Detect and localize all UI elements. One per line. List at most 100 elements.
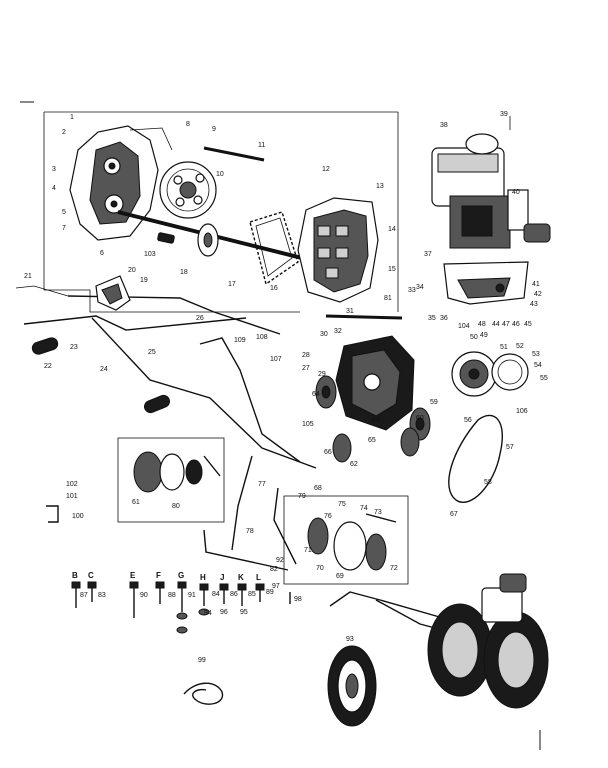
small-sprocket <box>157 223 219 257</box>
callout-49: 49 <box>480 332 488 339</box>
callout-88: 88 <box>168 592 176 599</box>
callout-50: 50 <box>470 334 478 341</box>
callout-4: 4 <box>52 185 56 192</box>
callout-77: 77 <box>258 481 266 488</box>
callout-87: 87 <box>80 592 88 599</box>
callout-99: 99 <box>198 657 206 664</box>
callout-107: 107 <box>270 356 282 363</box>
callout-23: 23 <box>70 344 78 351</box>
callout-67: 67 <box>450 511 458 518</box>
gear-housing-right-half <box>297 197 379 303</box>
callout-28: 28 <box>302 352 310 359</box>
clutch-parts-inset <box>117 437 225 523</box>
callout-57: 57 <box>506 444 514 451</box>
callout-9: 9 <box>212 126 216 133</box>
callout-75: 75 <box>338 501 346 508</box>
engine <box>431 116 551 249</box>
callout-90: 90 <box>140 592 148 599</box>
callout-7: 7 <box>62 225 66 232</box>
callout-68: 68 <box>314 485 322 492</box>
transmission-inset-frame <box>43 111 399 313</box>
callout-59: 59 <box>430 399 438 406</box>
callout-65: 65 <box>368 437 376 444</box>
callout-84: 84 <box>212 591 220 598</box>
callout-61: 61 <box>132 499 140 506</box>
callout-89: 89 <box>266 589 274 596</box>
letter-b: B <box>72 571 78 580</box>
callout-100: 100 <box>72 513 84 520</box>
callout-58: 58 <box>484 479 492 486</box>
callout-97: 97 <box>272 583 280 590</box>
letter-h: H <box>200 573 206 582</box>
bolt-l <box>255 583 265 602</box>
callout-108: 108 <box>256 334 268 341</box>
callout-69: 69 <box>336 573 344 580</box>
callout-8: 8 <box>186 121 190 128</box>
callout-103: 103 <box>144 251 156 258</box>
callout-86: 86 <box>230 591 238 598</box>
callout-98: 98 <box>294 596 302 603</box>
callout-43: 43 <box>530 301 538 308</box>
callout-10: 10 <box>216 171 224 178</box>
callout-70: 70 <box>316 565 324 572</box>
callout-27: 27 <box>302 365 310 372</box>
callout-18: 18 <box>180 269 188 276</box>
callout-labels: 1 2 3 4 5 6 7 8 9 10 11 12 13 14 15 16 1… <box>24 111 548 664</box>
bolt-h <box>198 583 210 616</box>
callout-21: 21 <box>24 273 32 280</box>
callout-109: 109 <box>234 337 246 344</box>
bolt-b <box>71 581 81 608</box>
callout-44: 44 <box>492 321 500 328</box>
callout-45: 45 <box>524 321 532 328</box>
callout-55: 55 <box>540 375 548 382</box>
callout-80: 80 <box>172 503 180 510</box>
wire-harness <box>183 682 224 705</box>
engine-mount-plate <box>443 261 529 305</box>
callout-32: 32 <box>334 328 342 335</box>
callout-62: 62 <box>350 461 358 468</box>
callout-96: 96 <box>220 609 228 616</box>
callout-17: 17 <box>228 281 236 288</box>
callout-6: 6 <box>100 250 104 257</box>
callout-34: 34 <box>416 284 424 291</box>
hardware-letter-labels: B C E F G H J K L <box>72 571 261 582</box>
callout-56: 56 <box>464 417 472 424</box>
letter-f: F <box>156 571 161 580</box>
letter-c: C <box>88 571 94 580</box>
large-sprocket <box>159 161 217 219</box>
callout-78: 78 <box>246 528 254 535</box>
tine-parts-inset <box>283 495 409 585</box>
callout-11: 11 <box>258 142 265 149</box>
callout-102: 102 <box>66 481 78 488</box>
callout-60: 60 <box>416 415 424 422</box>
callout-53: 53 <box>532 351 540 358</box>
callout-106: 106 <box>516 408 528 415</box>
callout-94: 94 <box>204 610 212 617</box>
drive-pulley <box>451 351 497 397</box>
letter-l: L <box>256 573 261 582</box>
bolt-f <box>155 581 165 604</box>
v-belt <box>448 414 503 503</box>
axle-housing <box>335 335 415 431</box>
tine-hub-left <box>332 433 352 463</box>
callout-14: 14 <box>388 226 396 233</box>
callout-47: 47 <box>502 321 510 328</box>
callout-51: 51 <box>500 344 508 351</box>
callout-92: 92 <box>276 557 284 564</box>
callout-20: 20 <box>128 267 136 274</box>
drive-chain <box>249 211 299 286</box>
callout-95: 95 <box>240 609 248 616</box>
letter-j: J <box>220 573 224 582</box>
callout-76: 76 <box>324 513 332 520</box>
callout-36: 36 <box>440 315 448 322</box>
callout-83: 83 <box>98 592 106 599</box>
callout-48: 48 <box>478 321 486 328</box>
callout-29: 29 <box>318 371 326 378</box>
callout-82: 82 <box>270 566 278 573</box>
callout-104: 104 <box>458 323 470 330</box>
callout-46: 46 <box>512 321 520 328</box>
callout-26: 26 <box>196 315 204 322</box>
tine-hub-right <box>400 427 420 457</box>
callout-1: 1 <box>70 114 74 121</box>
callout-73: 73 <box>374 509 382 516</box>
